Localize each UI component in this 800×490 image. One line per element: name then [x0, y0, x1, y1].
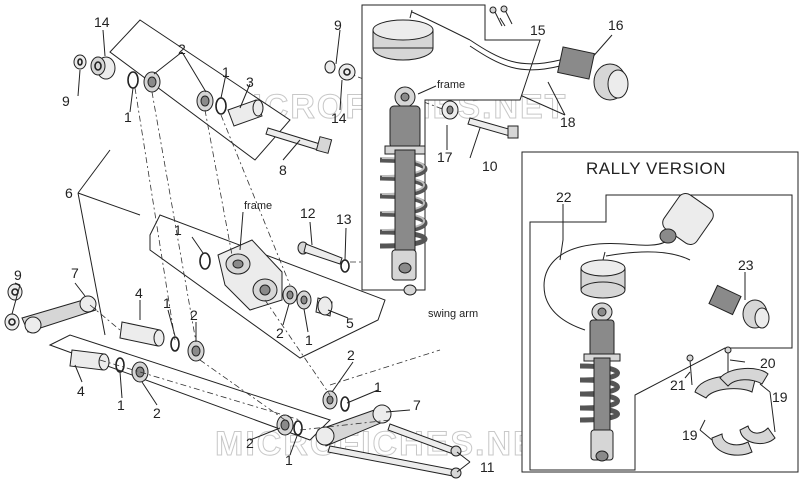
label-2-b: 2	[190, 307, 198, 323]
label-1-a: 1	[222, 64, 230, 80]
label-21: 21	[670, 377, 686, 393]
rally-title: RALLY VERSION	[586, 159, 726, 178]
label-22: 22	[556, 189, 572, 205]
part-23-rally-reservoir	[543, 192, 770, 331]
label-1-d: 1	[163, 295, 171, 311]
part-15-screws	[489, 5, 513, 27]
label-5: 5	[346, 315, 354, 331]
label-14-a: 14	[94, 14, 110, 30]
label-2-d: 2	[153, 405, 161, 421]
rally-shock-absorber	[579, 302, 621, 462]
label-4-a: 4	[135, 285, 143, 301]
part-7-link-left	[21, 295, 97, 334]
part-9-seal-top	[324, 60, 336, 74]
part-14-bushing-top	[338, 63, 356, 81]
label-1-h: 1	[285, 452, 293, 468]
part-11-bolt-b	[327, 445, 462, 479]
part-8-bolt	[265, 127, 333, 154]
part-20-screw	[724, 346, 732, 372]
part-5-spacer	[315, 296, 333, 317]
part-1-ring-right	[340, 396, 350, 412]
label-17: 17	[437, 149, 453, 165]
part-9-seal-left-b	[4, 313, 20, 331]
part-16-reservoir-cap	[372, 9, 471, 61]
part-13-washer	[340, 259, 350, 273]
label-2-c: 2	[276, 325, 284, 341]
note-frame-mid: frame	[244, 200, 272, 212]
part-9-seal-top-left	[73, 54, 87, 70]
rally-leader-lines	[559, 204, 776, 441]
label-6: 6	[65, 185, 73, 201]
rocker-frame-mount	[217, 239, 283, 311]
part-22-rally-reservoir-cap	[580, 251, 691, 299]
part-17-spacer	[441, 100, 459, 120]
part-3-sleeve	[227, 99, 264, 127]
note-frame-top-leader	[417, 85, 437, 95]
callout-labels: 14 9 2 1 3 1 8 6 9 14 15 16 17 10 18 1 1…	[14, 14, 788, 475]
part-2-bearing-rocker-b	[296, 290, 312, 310]
lower-link-panel	[48, 334, 331, 441]
part-2-bearing-low	[131, 361, 149, 383]
label-1-c: 1	[174, 222, 182, 238]
label-1-e: 1	[305, 332, 313, 348]
part-18-preload-adjuster	[469, 39, 629, 101]
label-1-b: 1	[124, 109, 132, 125]
label-15: 15	[530, 22, 546, 38]
label-20: 20	[760, 355, 776, 371]
part-2-bearing-top-mid	[196, 90, 214, 112]
part-1-ring-low-right	[293, 420, 303, 436]
label-9-b: 9	[334, 17, 342, 33]
label-7-a: 7	[71, 265, 79, 281]
label-18: 18	[560, 114, 576, 130]
part-1-ring-rocker	[199, 252, 211, 270]
upper-link-panel	[109, 19, 291, 161]
part-1-ring-mid-a	[170, 336, 180, 352]
part-2-bearing-right	[322, 390, 338, 410]
label-4-b: 4	[77, 383, 85, 399]
part-19-clamp-lower	[711, 425, 776, 456]
label-14-b: 14	[331, 110, 347, 126]
note-frame-top: frame	[437, 79, 465, 91]
note-swing-arm: swing arm	[428, 308, 478, 320]
part-4-sleeve-low	[69, 349, 110, 371]
part-1-ring-top-left	[127, 71, 139, 89]
part-2-bearing-rocker-a	[282, 285, 298, 305]
label-9-c: 9	[14, 267, 22, 283]
part-4-sleeve-mid	[119, 321, 165, 347]
label-10: 10	[482, 158, 498, 174]
label-19-a: 19	[772, 389, 788, 405]
label-1-g: 1	[374, 379, 382, 395]
label-2-f: 2	[246, 435, 254, 451]
label-2-e: 2	[347, 347, 355, 363]
part-2-bearing-top-left	[143, 71, 161, 93]
label-23: 23	[738, 257, 754, 273]
label-13: 13	[336, 211, 352, 227]
label-3: 3	[246, 74, 254, 90]
label-2-a: 2	[178, 41, 186, 57]
shock-absorber-main	[379, 86, 428, 296]
part-2-bearing-low-right	[276, 414, 294, 436]
label-8: 8	[279, 162, 287, 178]
label-12: 12	[300, 205, 316, 221]
part-21-screw	[686, 354, 694, 386]
label-1-f: 1	[117, 397, 125, 413]
part-2-bearing-mid	[187, 340, 205, 362]
label-9-a: 9	[62, 93, 70, 109]
label-19-b: 19	[682, 427, 698, 443]
label-16: 16	[608, 17, 624, 33]
leader-lines	[11, 17, 613, 473]
part-12-bolt	[297, 241, 343, 265]
part-11-bolt-a	[387, 423, 462, 457]
part-19-clamp-upper	[694, 368, 769, 399]
part-10-bolt	[467, 117, 519, 139]
label-11: 11	[480, 459, 495, 475]
part-14-bushing-top-left	[90, 56, 116, 80]
label-7-b: 7	[413, 397, 421, 413]
